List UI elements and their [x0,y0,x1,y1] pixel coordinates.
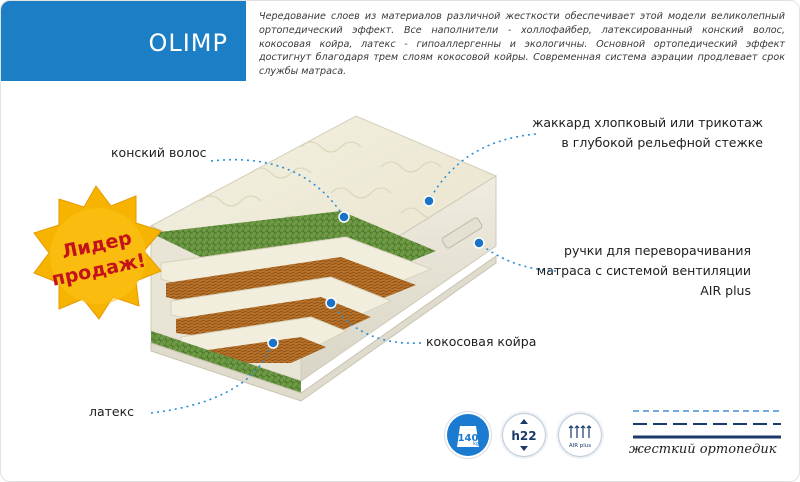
dot-coir [325,297,337,309]
max-load-value: 140 [458,433,479,444]
product-description: Чередование слоев из материалов различно… [259,11,785,78]
leader-latex [150,342,274,414]
bestseller-badge: Лидер продаж! [33,185,162,320]
leader-handles [478,242,557,272]
leader-coir [330,302,422,344]
firmness-caption: жесткий ортопедик [629,442,777,457]
height-value: h22 [511,429,536,443]
leader-lines [150,133,557,414]
horse-hair-bottom [151,331,301,393]
max-load-icon: 140 kg [447,414,489,456]
leader-jacquard [428,133,537,202]
callout-handles-line2: матраса с системой вентиляции [536,263,751,278]
dot-handles [473,237,485,249]
max-load-unit: kg [473,441,479,447]
callout-coir: кокосовая койра [426,334,537,349]
air-plus-icon: AIR plus [559,414,601,456]
product-title: OLIMP [148,29,228,57]
badge-inner [50,208,146,304]
callout-horse-hair: конский волос [111,145,207,160]
callout-handles-line1: ручки для переворачивания [564,243,751,258]
height-icon: h22 [503,414,545,456]
dot-jacquard [423,195,435,207]
callout-jacquard: жаккард хлопковый или трикотаж в глубоко… [521,113,763,153]
air-plus-label: AIR plus [569,443,591,449]
mattress-handle [441,217,483,249]
mattress-bottom [150,255,497,402]
title-block: OLIMP [1,1,246,81]
callout-handles: ручки для переворачивания матраса с сист… [521,241,751,301]
firmness-scale [633,410,781,439]
callout-handles-line3: AIR plus [700,283,751,298]
leader-dots [267,195,485,349]
callout-jacquard-line1: жаккард хлопковый или трикотаж [532,115,763,130]
dot-horse-hair [338,211,350,223]
leader-horse-hair [210,158,345,218]
callout-latex: латекс [89,404,135,419]
dot-latex [267,337,279,349]
callout-jacquard-line2: в глубокой рельефной стежке [561,135,763,150]
